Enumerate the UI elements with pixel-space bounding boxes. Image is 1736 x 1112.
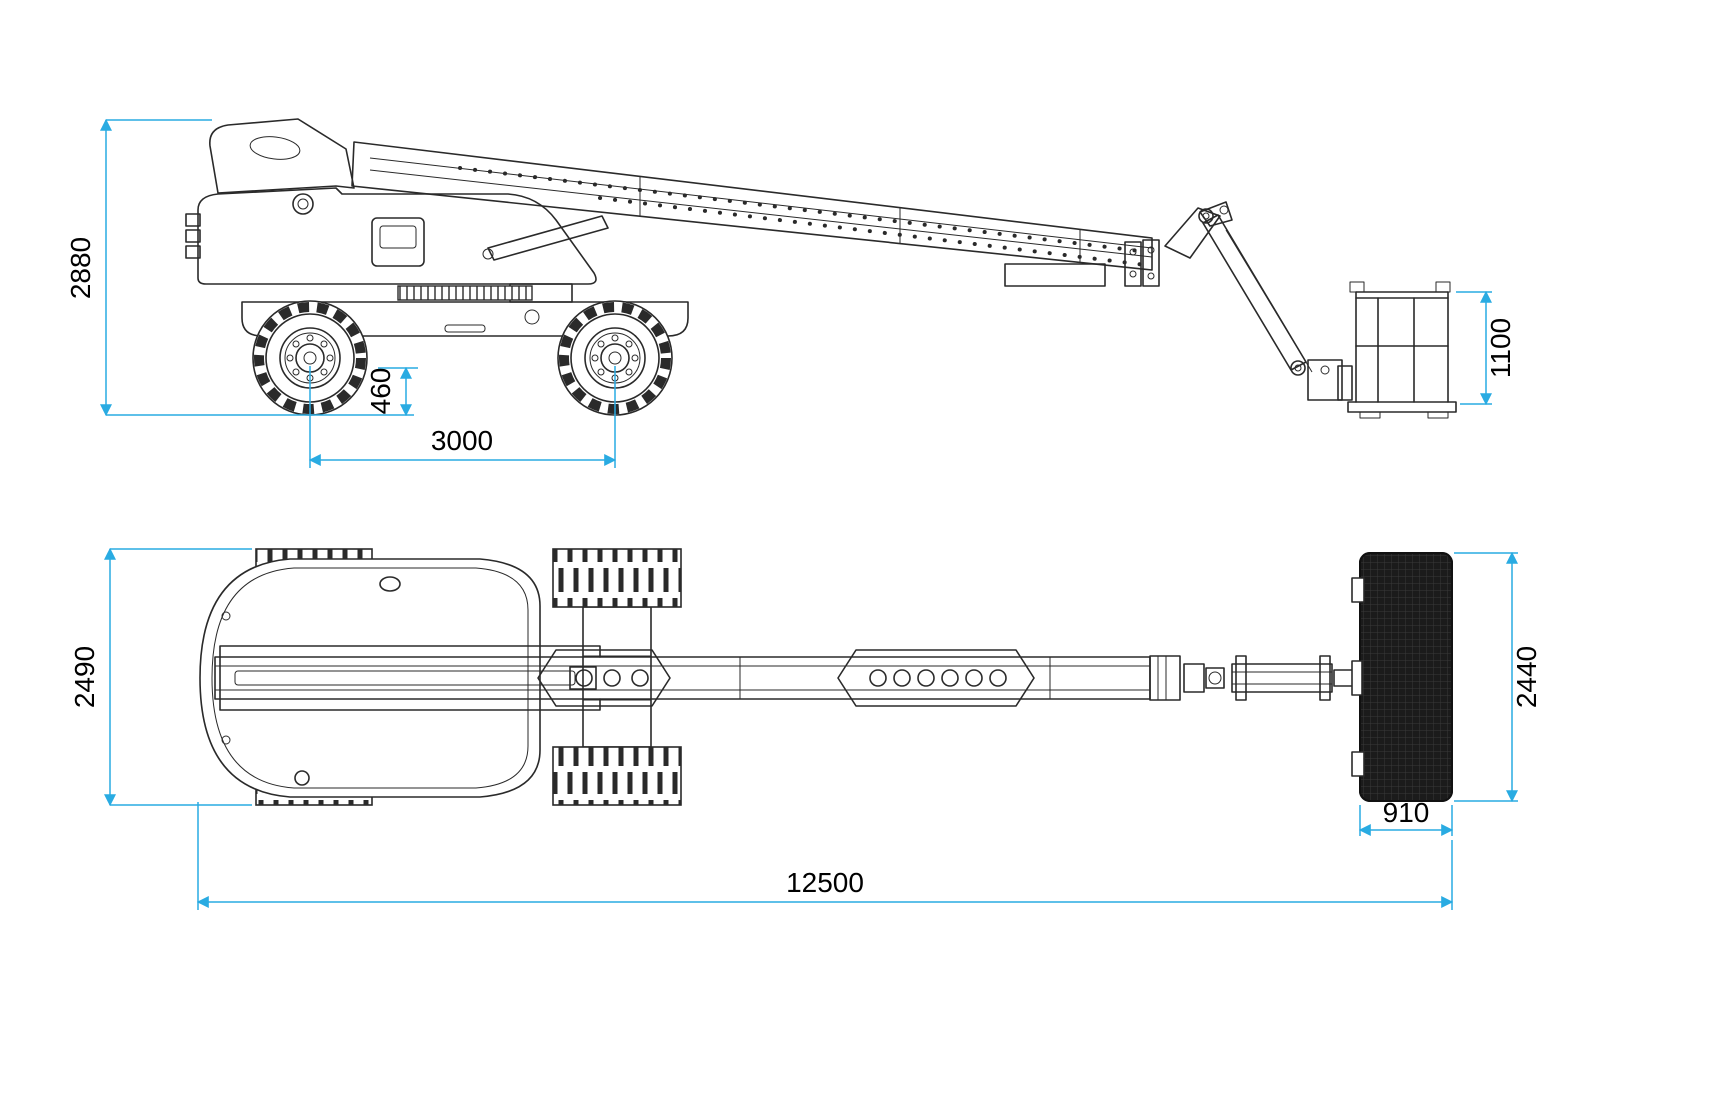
dim-ground-clearance: 460 <box>365 366 418 417</box>
boom-plate-1 <box>537 649 671 707</box>
platform-basket-top <box>1351 552 1453 802</box>
top-view: 2490 2440 910 12500 <box>69 547 1542 910</box>
jib-assembly <box>1124 201 1353 401</box>
dim-basket-width: 2440 <box>1454 551 1542 803</box>
turntable <box>397 285 533 301</box>
dim-overall-length: 12500 <box>196 802 1454 910</box>
dim-overall-height: 2880 <box>65 118 414 417</box>
diagram-canvas: 2880 460 3000 1100 <box>65 118 1542 910</box>
dim-label-basket-width: 2440 <box>1511 646 1542 708</box>
boom-hole-row-lower <box>598 196 1148 267</box>
side-view-dimensions: 2880 460 3000 1100 <box>65 118 1516 468</box>
body-counterweight <box>185 187 597 285</box>
lift-cylinder <box>487 215 609 261</box>
dim-basket-height: 1100 <box>1456 290 1516 406</box>
jib-arm <box>1202 214 1307 371</box>
dim-label-wheelbase: 3000 <box>431 425 493 456</box>
boom-underbox <box>1004 263 1106 287</box>
boom-lift-dimension-diagram: 2880 460 3000 1100 <box>40 16 1736 1096</box>
side-view: 2880 460 3000 1100 <box>65 118 1516 468</box>
wheel-bottom-right <box>552 746 682 806</box>
front-axle-top-view <box>582 606 652 748</box>
dim-basket-depth: 910 <box>1358 797 1454 836</box>
boom-base-fin <box>209 118 355 194</box>
dim-wheelbase: 3000 <box>308 366 617 468</box>
dim-label-overall-length: 12500 <box>786 867 864 898</box>
dim-overall-width: 2490 <box>69 547 252 807</box>
platform-basket-side <box>1347 281 1457 419</box>
telescopic-boom <box>351 141 1153 287</box>
dim-label-basket-depth: 910 <box>1383 797 1430 828</box>
top-view-machine <box>199 548 1453 806</box>
wheel-top-right <box>552 548 682 608</box>
top-view-dimensions: 2490 2440 910 12500 <box>69 547 1542 910</box>
jib-top-view <box>1149 655 1359 701</box>
dim-label-overall-width: 2490 <box>69 646 100 708</box>
front-wheel <box>557 300 673 416</box>
body-top-view <box>199 558 541 798</box>
dim-label-overall-height: 2880 <box>65 237 96 299</box>
boom-plate-2 <box>837 649 1035 707</box>
dim-label-basket-height: 1100 <box>1485 318 1516 378</box>
dim-label-ground-clearance: 460 <box>365 368 396 415</box>
